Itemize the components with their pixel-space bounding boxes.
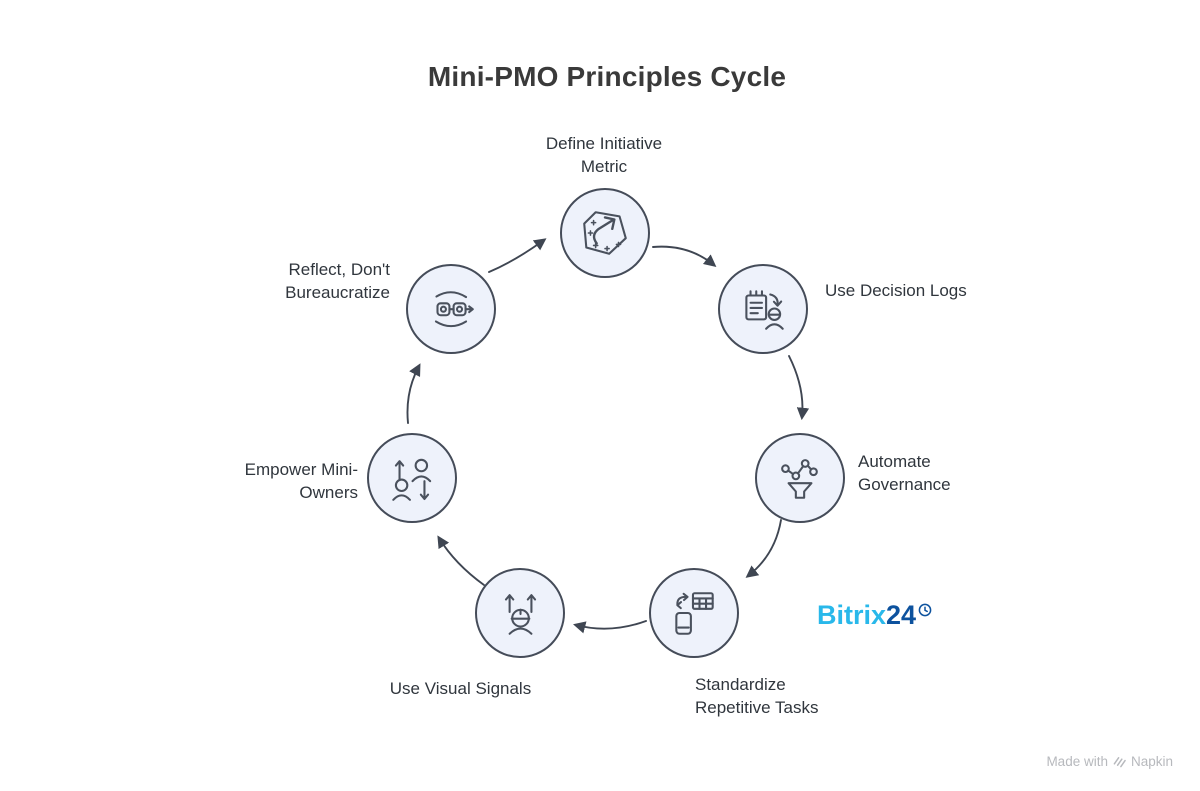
bitrix24-logo-primary: Bitrix bbox=[817, 600, 887, 630]
signals-worker-icon bbox=[504, 594, 537, 635]
node-use-visual-signals bbox=[475, 568, 565, 658]
label-empower-mini-owners: Empower Mini- Owners bbox=[244, 460, 358, 502]
label-reflect-dont-bureaucratize: Reflect, Don't Bureaucratize bbox=[285, 260, 390, 302]
node-reflect-dont-bureaucratize bbox=[406, 264, 496, 354]
sync-table-icon bbox=[675, 592, 714, 635]
page-title: Mini-PMO Principles Cycle bbox=[427, 61, 787, 92]
label-define-initiative-metric: Define Initiative Metric bbox=[545, 134, 663, 176]
node-automate-governance bbox=[755, 433, 845, 523]
arrow-top-to-upper-right bbox=[652, 245, 717, 267]
arrow-lower-left-to-left bbox=[437, 535, 485, 586]
decision-log-icon bbox=[745, 290, 784, 330]
arrow-left-to-upper-left bbox=[406, 363, 421, 424]
sparkle-arrow-icon bbox=[583, 211, 627, 255]
workflow-funnel-icon bbox=[781, 459, 818, 499]
label-standardize-repetitive-tasks: Standardize Repetitive Tasks bbox=[695, 675, 819, 717]
process-loop-icon bbox=[434, 291, 474, 328]
label-use-decision-logs: Use Decision Logs bbox=[825, 281, 967, 300]
people-arrows-icon bbox=[392, 458, 432, 501]
node-define-initiative-metric bbox=[560, 188, 650, 278]
node-use-decision-logs bbox=[718, 264, 808, 354]
napkin-watermark: Made with Napkin bbox=[1046, 754, 1173, 769]
arrow-lower-right-to-lower-left bbox=[573, 620, 647, 634]
arrow-upper-left-to-top bbox=[488, 238, 547, 273]
node-standardize-repetitive-tasks bbox=[649, 568, 739, 658]
label-use-visual-signals: Use Visual Signals bbox=[389, 679, 532, 698]
napkin-icon bbox=[1113, 757, 1126, 768]
arrow-right-to-lower-right bbox=[745, 519, 782, 578]
node-empower-mini-owners bbox=[367, 433, 457, 523]
bitrix24-clock-icon bbox=[918, 603, 932, 617]
label-automate-governance: Automate Governance bbox=[858, 452, 951, 494]
bitrix24-logo-secondary: 24 bbox=[886, 600, 917, 630]
watermark-name: Napkin bbox=[1130, 754, 1173, 769]
watermark-prefix: Made with bbox=[1046, 754, 1108, 769]
arrow-upper-right-to-right bbox=[788, 355, 810, 421]
